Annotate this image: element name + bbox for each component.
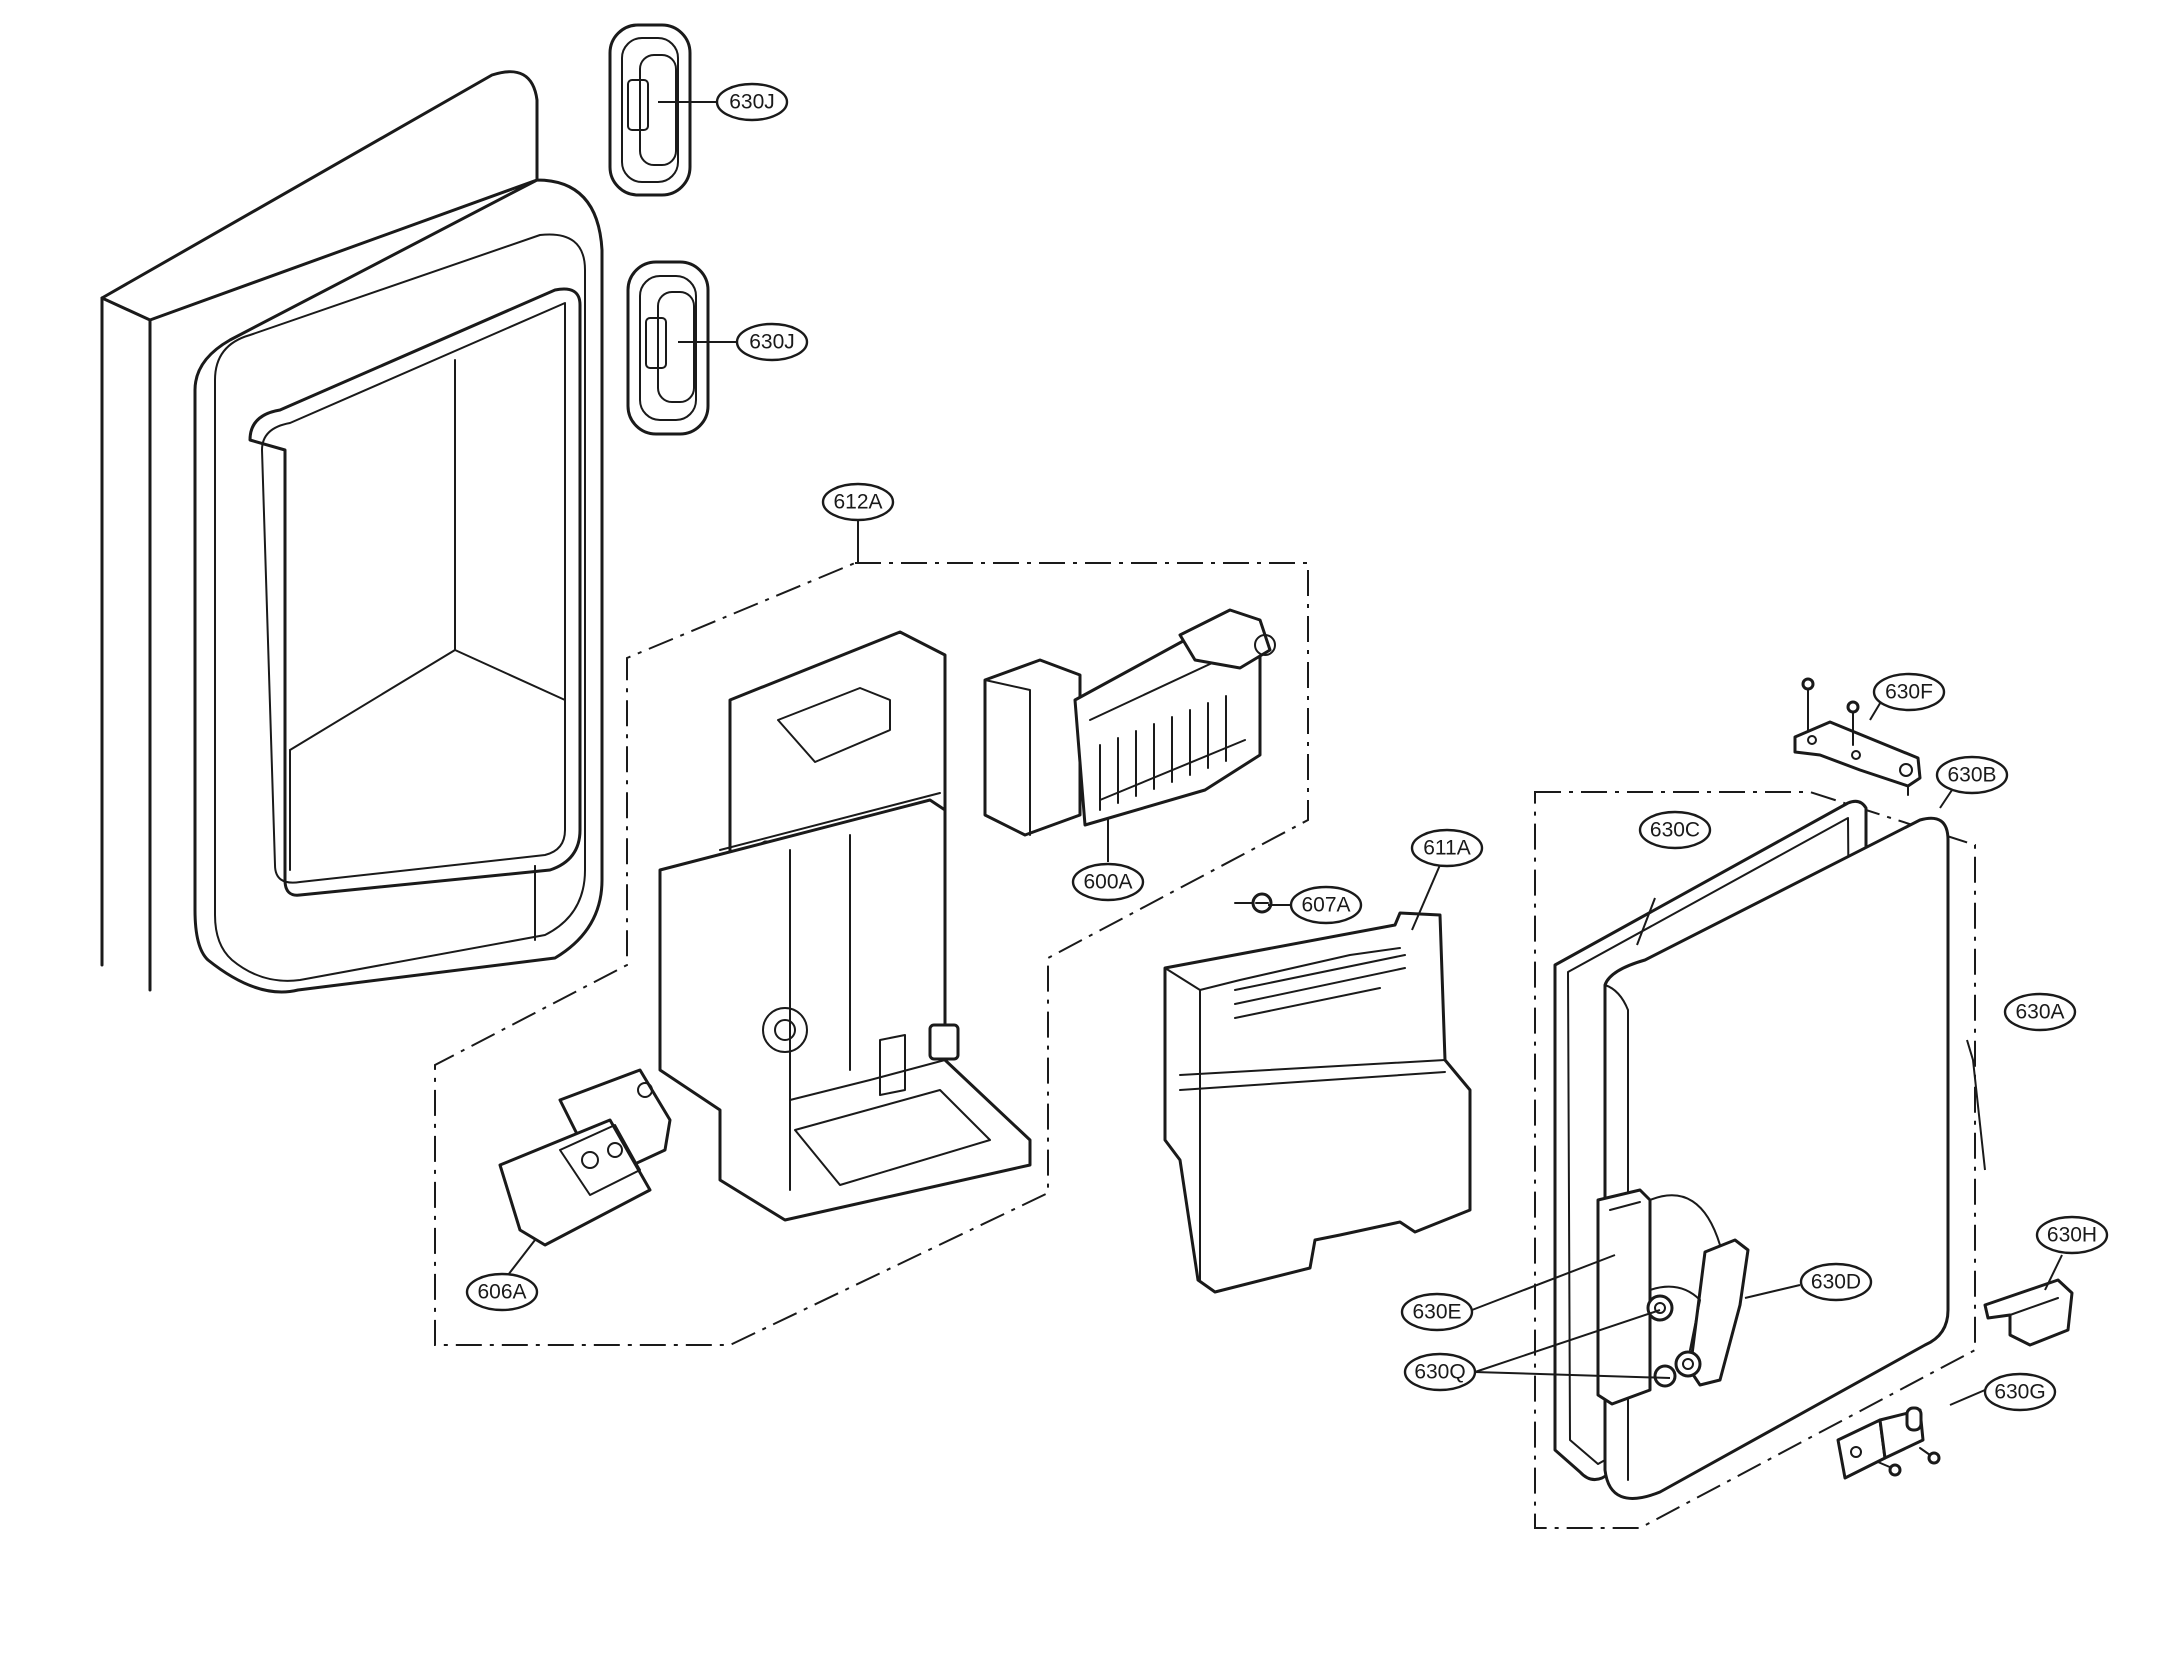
cap-630J-upper <box>608 23 692 197</box>
callout-630G: 630G <box>1983 1372 2057 1412</box>
svg-text:607A: 607A <box>1301 894 1350 917</box>
bracket-606A <box>498 1068 672 1247</box>
callout-611A: 611A <box>1410 828 1484 868</box>
callout-630J-lower: 630J <box>735 322 809 362</box>
svg-text:630F: 630F <box>1885 681 1933 704</box>
callout-630F: 630F <box>1872 672 1946 712</box>
stop-630H <box>1983 1278 2074 1347</box>
leader-lines <box>507 101 2063 1406</box>
callout-630C: 630C <box>1638 810 1712 850</box>
svg-text:606A: 606A <box>477 1281 526 1304</box>
callout-630J-upper: 630J <box>715 82 789 122</box>
callout-630B: 630B <box>1935 755 2009 795</box>
callout-607A: 607A <box>1289 885 1363 925</box>
hinge-630G <box>1836 1406 1941 1480</box>
screw-607A <box>1234 892 1273 914</box>
svg-text:612A: 612A <box>833 491 882 514</box>
cover-611A <box>1163 911 1472 1294</box>
assembly-612A-boundary <box>434 562 1309 1346</box>
handle-630E <box>1596 1188 1652 1406</box>
hinge-pins-630Q <box>1646 1285 1702 1388</box>
svg-text:611A: 611A <box>1423 837 1471 860</box>
svg-text:630Q: 630Q <box>1414 1361 1465 1384</box>
hinge-630F <box>1793 677 1922 796</box>
ice-maker-housing <box>658 630 1032 1222</box>
svg-text:600A: 600A <box>1083 871 1132 894</box>
callout-630A: 630A <box>2003 992 2077 1032</box>
callout-630E: 630E <box>1400 1292 1474 1332</box>
callout-630D: 630D <box>1799 1262 1873 1302</box>
svg-text:630G: 630G <box>1994 1381 2045 1404</box>
svg-text:630C: 630C <box>1650 819 1700 842</box>
assembly-630A-boundary <box>1534 791 1976 1529</box>
callout-612A: 612A <box>821 482 895 522</box>
ice-maker-600A <box>983 608 1276 837</box>
svg-text:630H: 630H <box>2047 1224 2097 1247</box>
callout-600A: 600A <box>1071 862 1145 902</box>
cap-630J-lower <box>626 260 710 436</box>
svg-text:630A: 630A <box>2015 1001 2064 1024</box>
refrigerator-door <box>100 70 604 994</box>
svg-text:630J: 630J <box>729 91 775 114</box>
svg-text:630E: 630E <box>1412 1301 1461 1324</box>
svg-text:630J: 630J <box>749 331 795 354</box>
svg-text:630B: 630B <box>1947 764 1996 787</box>
svg-text:630D: 630D <box>1811 1271 1861 1294</box>
callout-630Q: 630Q <box>1403 1352 1477 1392</box>
callout-606A: 606A <box>465 1272 539 1312</box>
callout-630H: 630H <box>2035 1215 2109 1255</box>
door-panel-630B <box>1603 816 1950 1500</box>
